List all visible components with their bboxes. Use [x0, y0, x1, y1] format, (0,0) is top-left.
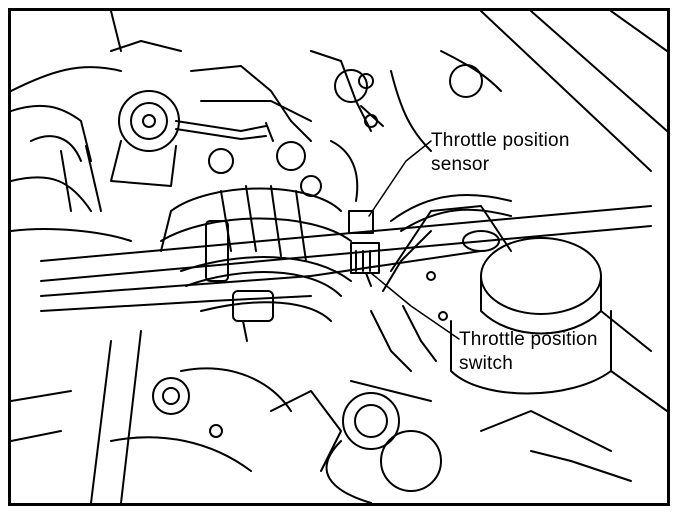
- tps-switch-label: Throttle position switch: [459, 328, 598, 376]
- intake-duct: [160, 185, 352, 322]
- tps-switch-label-line2: switch: [459, 353, 513, 374]
- leader-line-switch: [370, 272, 460, 340]
- diagram-frame: Throttle position sensor Throttle positi…: [8, 8, 670, 506]
- throttle-body: [190, 50, 384, 202]
- tps-connectors: [348, 210, 380, 287]
- horizontal-hoses: [40, 194, 652, 312]
- upper-left-hoses: [11, 11, 182, 242]
- hose-clamps: [205, 220, 274, 342]
- lower-components: [11, 330, 632, 503]
- tps-sensor-label-line2: sensor: [431, 154, 490, 175]
- tps-switch-label-line1: Throttle position: [459, 329, 598, 350]
- upper-right-lines: [390, 11, 667, 412]
- vacuum-canister: [110, 90, 274, 187]
- tps-sensor-label: Throttle position sensor: [431, 129, 570, 177]
- tps-sensor-label-line1: Throttle position: [431, 130, 570, 151]
- brake-reservoir: [450, 230, 612, 395]
- leader-line-sensor: [368, 140, 432, 217]
- right-bracket-pipe: [370, 205, 512, 372]
- engine-bay-illustration: [11, 11, 667, 503]
- leader-lines: [368, 140, 460, 340]
